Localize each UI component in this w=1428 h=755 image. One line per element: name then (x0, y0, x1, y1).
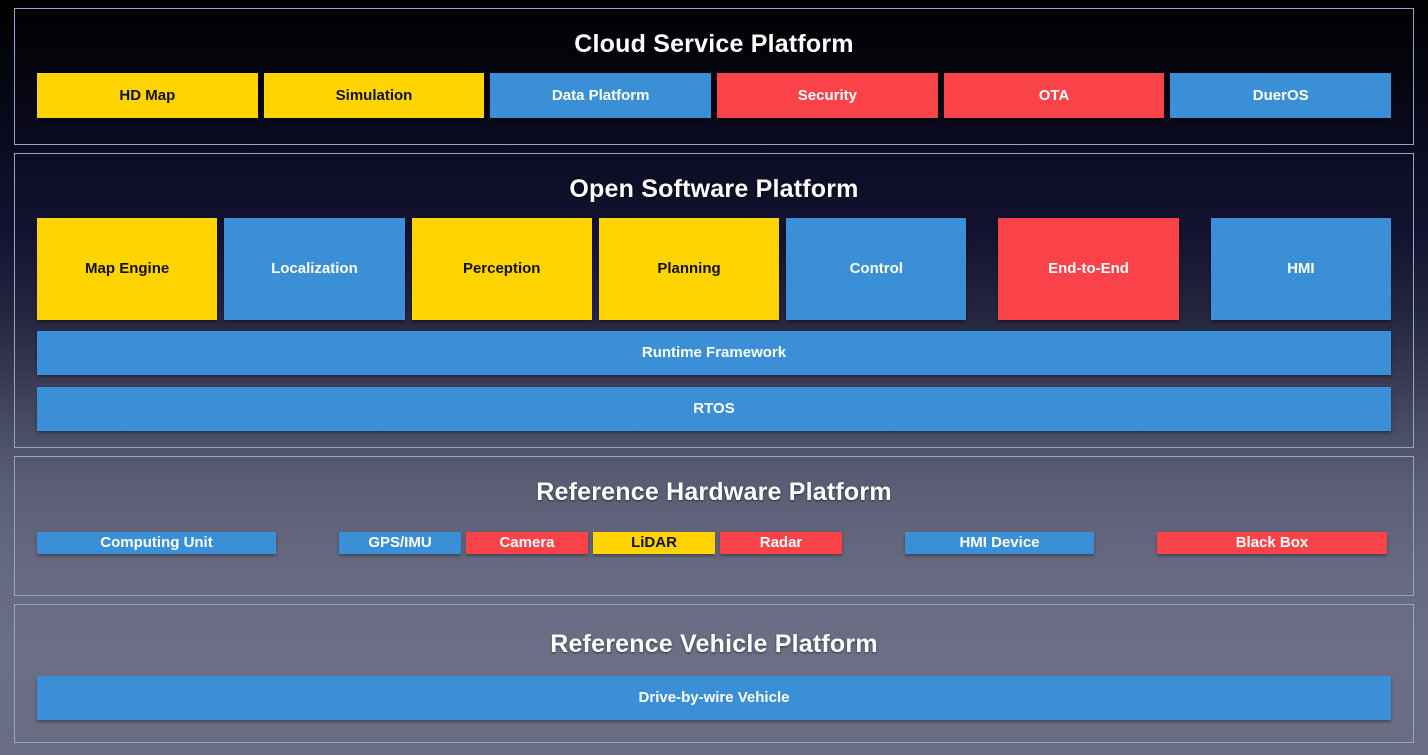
box-radar[interactable]: Radar (720, 532, 842, 555)
box-label: GPS/IMU (368, 534, 432, 552)
layer-title-open-software-platform: Open Software Platform (569, 175, 859, 203)
box-gps-imu[interactable]: GPS/IMU (339, 532, 461, 555)
box-dueros[interactable]: DuerOS (1170, 73, 1392, 119)
box-computing-unit[interactable]: Computing Unit (37, 532, 276, 555)
box-label: Perception (462, 260, 541, 278)
layer-reference-hardware-platform: Reference Hardware Platform Computing Un… (14, 456, 1414, 596)
box-data-platform[interactable]: Data Platform (490, 73, 712, 119)
box-label: Black Box (1235, 534, 1309, 552)
box-label: DuerOS (1252, 86, 1309, 104)
box-label: Camera (499, 534, 555, 552)
layer-open-software-platform: Open Software Platform Map Engine Locali… (14, 153, 1414, 448)
box-control[interactable]: Control (786, 218, 967, 321)
box-map-engine[interactable]: Map Engine (37, 218, 218, 321)
software-module-row: Map Engine Localization Perception Plann… (37, 218, 1391, 321)
box-lidar[interactable]: LiDAR (593, 532, 715, 555)
box-hmi[interactable]: HMI (1210, 218, 1391, 321)
box-drive-by-wire-vehicle[interactable]: Drive-by-wire Vehicle (37, 676, 1391, 721)
box-label: Map Engine (85, 260, 170, 278)
box-label: Data Platform (551, 86, 650, 104)
box-label: Radar (759, 534, 803, 552)
box-label: Security (797, 86, 857, 104)
box-label: Drive-by-wire Vehicle (638, 689, 790, 707)
box-simulation[interactable]: Simulation (263, 73, 485, 119)
hardware-box-row: Computing Unit GPS/IMU Camera LiDAR Rada… (37, 521, 1391, 565)
box-label: Runtime Framework (641, 344, 787, 362)
box-label: HMI (1287, 260, 1315, 278)
sensor-group: GPS/IMU Camera LiDAR Radar (339, 532, 842, 555)
box-label: Computing Unit (100, 534, 213, 552)
box-rtos[interactable]: RTOS (37, 387, 1391, 432)
box-label: HMI Device (959, 534, 1040, 552)
box-black-box[interactable]: Black Box (1157, 532, 1387, 555)
box-label: Localization (271, 260, 358, 278)
layer-cloud-service-platform: Cloud Service Platform HD Map Simulation… (14, 8, 1414, 145)
box-label: LiDAR (631, 534, 677, 552)
box-label: HD Map (119, 86, 176, 104)
box-label: Simulation (335, 86, 413, 104)
layer-title-reference-hardware-platform: Reference Hardware Platform (536, 478, 892, 506)
box-localization[interactable]: Localization (224, 218, 405, 321)
box-perception[interactable]: Perception (411, 218, 592, 321)
box-label: OTA (1038, 86, 1070, 104)
box-hmi-device[interactable]: HMI Device (905, 532, 1094, 555)
box-security[interactable]: Security (717, 73, 938, 119)
box-runtime-framework[interactable]: Runtime Framework (37, 331, 1391, 376)
box-camera[interactable]: Camera (466, 532, 588, 555)
box-planning[interactable]: Planning (598, 218, 780, 321)
box-label: Control (849, 260, 903, 278)
layer-title-cloud-service-platform: Cloud Service Platform (574, 30, 854, 58)
box-end-to-end[interactable]: End-to-End (998, 218, 1179, 321)
box-label: Planning (657, 260, 721, 278)
layer-reference-vehicle-platform: Reference Vehicle Platform Drive-by-wire… (14, 604, 1414, 743)
box-hd-map[interactable]: HD Map (37, 73, 258, 119)
cloud-service-box-row: HD Map Simulation Data Platform Security… (37, 73, 1392, 119)
box-ota[interactable]: OTA (943, 73, 1165, 119)
box-label: End-to-End (1048, 260, 1129, 278)
box-label: RTOS (693, 400, 735, 418)
layer-title-reference-vehicle-platform: Reference Vehicle Platform (550, 630, 878, 658)
